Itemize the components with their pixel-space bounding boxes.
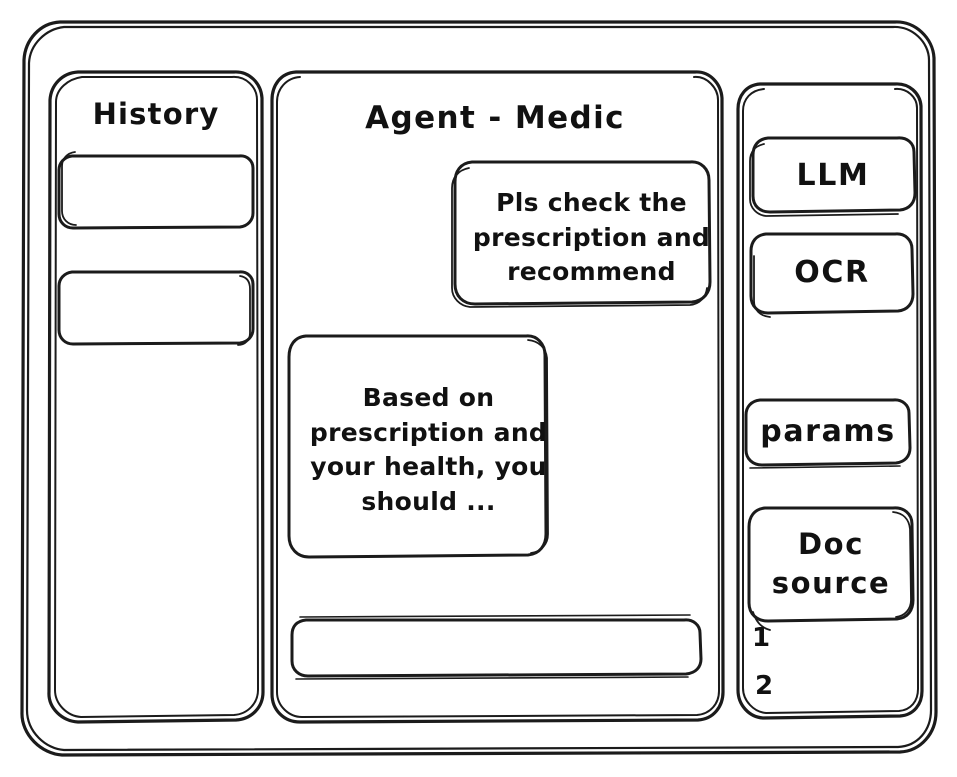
tool-chip-ocr-label: OCR [794, 255, 870, 291]
doc-source-list-item-1[interactable]: 1 [752, 620, 812, 656]
tool-chip-params-label: params [760, 414, 896, 450]
history-item-1[interactable] [59, 153, 254, 229]
composer-input-value [292, 618, 718, 678]
assistant-message-bubble: Based on prescription and your health, y… [289, 334, 548, 558]
history-item-2[interactable] [59, 270, 254, 346]
assistant-message-text: Based on prescription and your health, y… [309, 383, 548, 516]
agent-panel-title: Agent - Medic [365, 99, 625, 136]
tool-chip-doc-source[interactable]: Doc source [749, 507, 913, 621]
tool-chip-params[interactable]: params [746, 399, 910, 465]
history-panel-title: History [92, 96, 220, 131]
doc-source-list-item-2[interactable]: 2 [755, 668, 815, 704]
tool-chip-llm[interactable]: LLM [751, 137, 915, 215]
tool-chip-ocr[interactable]: OCR [751, 233, 913, 313]
doc-source-list-item-1-marker: 1 [752, 622, 771, 653]
user-message-bubble: Pls check the prescription and recommend [452, 160, 711, 308]
composer-input[interactable] [292, 618, 702, 678]
history-item-1-label [59, 153, 254, 229]
tool-chip-doc-source-label: Doc source [771, 527, 891, 600]
history-item-2-label [59, 270, 254, 346]
user-message-text: Pls check the prescription and recommend [472, 188, 711, 287]
tool-chip-llm-label: LLM [796, 158, 870, 194]
doc-source-list-item-2-marker: 2 [755, 670, 774, 701]
